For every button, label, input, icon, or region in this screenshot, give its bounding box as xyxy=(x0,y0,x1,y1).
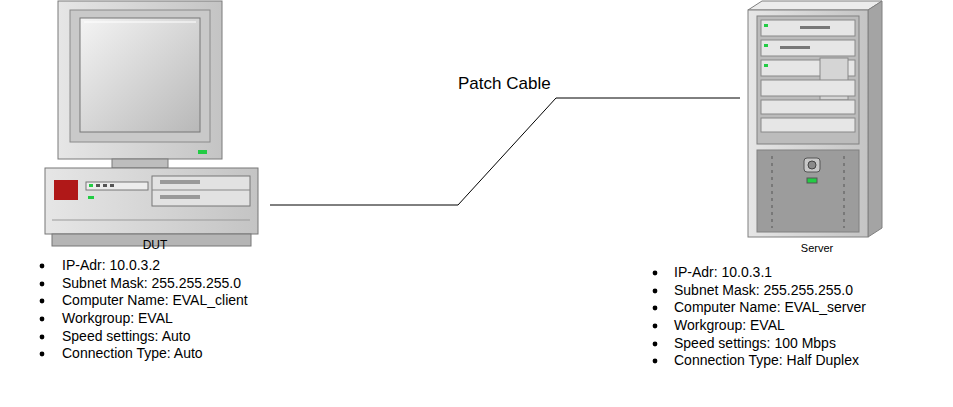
setting-item: IP-Adr: 10.0.3.2 xyxy=(62,257,160,274)
setting-item: Subnet Mask: 255.255.255.0 xyxy=(674,282,853,299)
setting-item: Computer Name: EVAL_server xyxy=(674,299,866,316)
server-figure xyxy=(748,1,882,237)
computer-figure xyxy=(45,1,258,246)
device-caption: Server xyxy=(740,241,894,255)
client-computer: DUT xyxy=(40,0,270,254)
setting-item: IP-Adr: 10.0.3.1 xyxy=(674,264,772,281)
setting-item: Speed settings: 100 Mbps xyxy=(674,335,836,352)
setting-item: Connection Type: Half Duplex xyxy=(674,352,859,369)
setting-item: Workgroup: EVAL xyxy=(674,317,785,334)
cable-label: Patch Cable xyxy=(456,74,553,94)
setting-item: Workgroup: EVAL xyxy=(62,310,173,327)
setting-item: Computer Name: EVAL_client xyxy=(62,292,248,309)
server-tower: Server xyxy=(740,0,894,256)
patch-cable xyxy=(270,98,740,205)
setting-item: Subnet Mask: 255.255.255.0 xyxy=(62,275,241,292)
setting-item: Speed settings: Auto xyxy=(62,328,190,345)
device-caption: DUT xyxy=(40,238,270,253)
setting-item: Connection Type: Auto xyxy=(62,345,203,362)
bullet-dots xyxy=(40,264,658,364)
